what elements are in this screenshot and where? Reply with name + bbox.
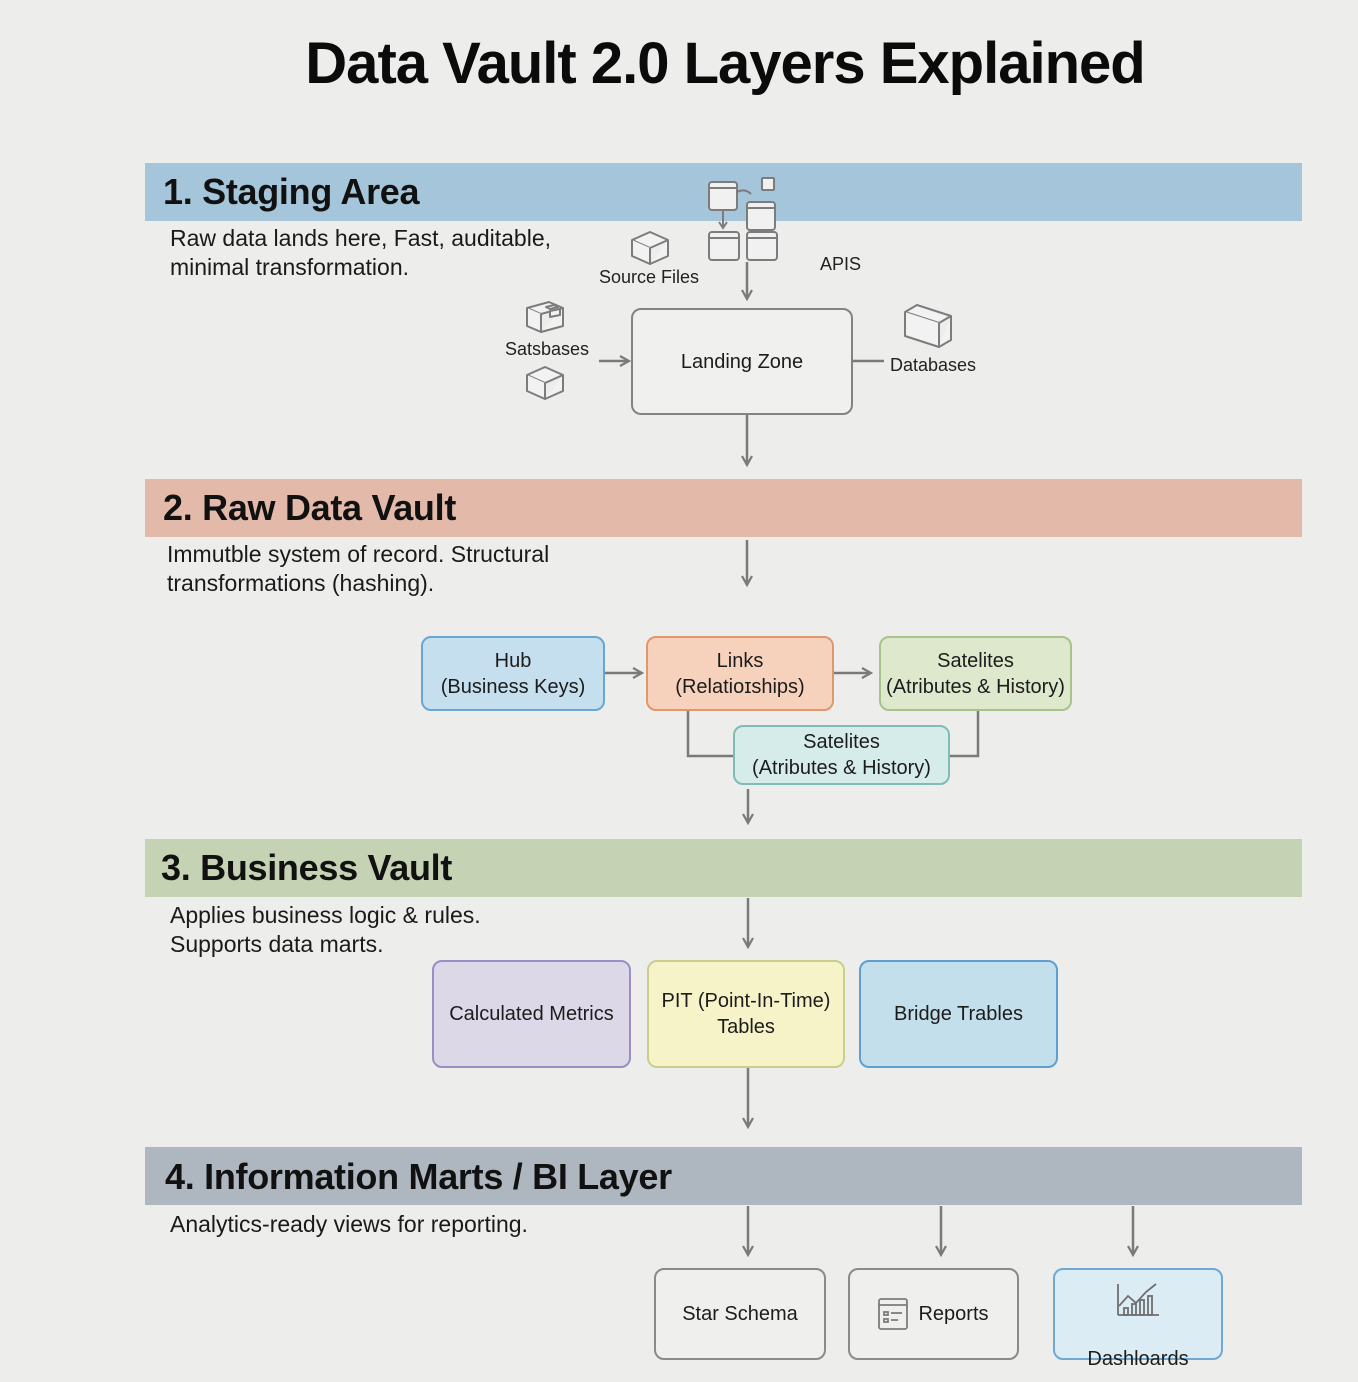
bridge-tables-label: Bridge Trables bbox=[894, 1003, 1023, 1025]
layer-description-raw-vault: Immutble system of record. Structural tr… bbox=[167, 541, 550, 596]
calculated-metrics-label: Calculated Metrics bbox=[449, 1003, 614, 1025]
layer-title-business-vault: 3. Business Vault bbox=[161, 847, 453, 888]
dashboards-node: Dashloards bbox=[1053, 1268, 1223, 1370]
landing-zone-label: Landing Zone bbox=[680, 350, 804, 373]
satellites-lower-node-label: Satelites (Atributes & History) bbox=[752, 731, 931, 779]
diagram-title: Data Vault 2.0 Layers Explained bbox=[305, 31, 1145, 96]
databases-box-icon bbox=[902, 302, 954, 350]
apis-label: APIS bbox=[820, 254, 862, 274]
layer-band-raw-vault: 2. Raw Data Vault bbox=[145, 479, 1302, 537]
layer-title-information-marts: 4. Information Marts / BI Layer bbox=[165, 1156, 672, 1197]
satellites-node-label: Satelites (Atributes & History) bbox=[886, 649, 1065, 698]
pit-tables-node: PIT (Point-In-Time) Tables bbox=[647, 960, 845, 1068]
hub-node: Hub (Business Keys) bbox=[421, 636, 605, 711]
links-node-label: Links (Relatioɪships) bbox=[675, 649, 805, 698]
api-windows-icon bbox=[707, 176, 779, 264]
databases-label: Databases bbox=[890, 355, 977, 375]
satsbases-label: Satsbases bbox=[505, 339, 590, 359]
line-satellites-to-lower-satellites bbox=[950, 711, 980, 758]
links-node: Links (Relatioɪships) bbox=[646, 636, 834, 711]
satsbases-box-icon bbox=[524, 298, 566, 336]
layer-description-business-vault: Applies business logic & rules. Supports… bbox=[170, 902, 481, 957]
hub-node-label: Hub (Business Keys) bbox=[440, 649, 586, 698]
source-files-cube-icon bbox=[629, 229, 671, 267]
satsbases-cube-icon bbox=[524, 364, 566, 402]
calculated-metrics-node: Calculated Metrics bbox=[432, 960, 631, 1068]
layer-band-business-vault: 3. Business Vault bbox=[145, 839, 1302, 897]
star-schema-label: Star Schema bbox=[682, 1303, 798, 1325]
satellites-lower-node: Satelites (Atributes & History) bbox=[733, 725, 950, 785]
source-files-label: Source Files bbox=[599, 267, 700, 287]
pit-tables-label: PIT (Point-In-Time) Tables bbox=[661, 990, 831, 1038]
report-icon bbox=[878, 1272, 909, 1356]
line-links-to-lower-satellites bbox=[686, 711, 733, 758]
satellites-node: Satelites (Atributes & History) bbox=[879, 636, 1072, 711]
dashboards-label: Dashloards bbox=[1087, 1348, 1189, 1370]
bridge-tables-node: Bridge Trables bbox=[859, 960, 1058, 1068]
layer-band-information-marts: 4. Information Marts / BI Layer bbox=[145, 1147, 1302, 1205]
layer-title-raw-vault: 2. Raw Data Vault bbox=[163, 487, 457, 528]
layer-description-staging: Raw data lands here, Fast, auditable, mi… bbox=[170, 225, 552, 280]
layer-description-information-marts: Analytics-ready views for reporting. bbox=[170, 1211, 528, 1237]
reports-node: Reports bbox=[848, 1268, 1019, 1360]
star-schema-node: Star Schema bbox=[654, 1268, 826, 1360]
layer-title-staging: 1. Staging Area bbox=[163, 171, 420, 212]
chart-icon bbox=[1115, 1256, 1161, 1344]
landing-zone-box: Landing Zone bbox=[631, 308, 853, 415]
reports-label: Reports bbox=[918, 1303, 989, 1325]
